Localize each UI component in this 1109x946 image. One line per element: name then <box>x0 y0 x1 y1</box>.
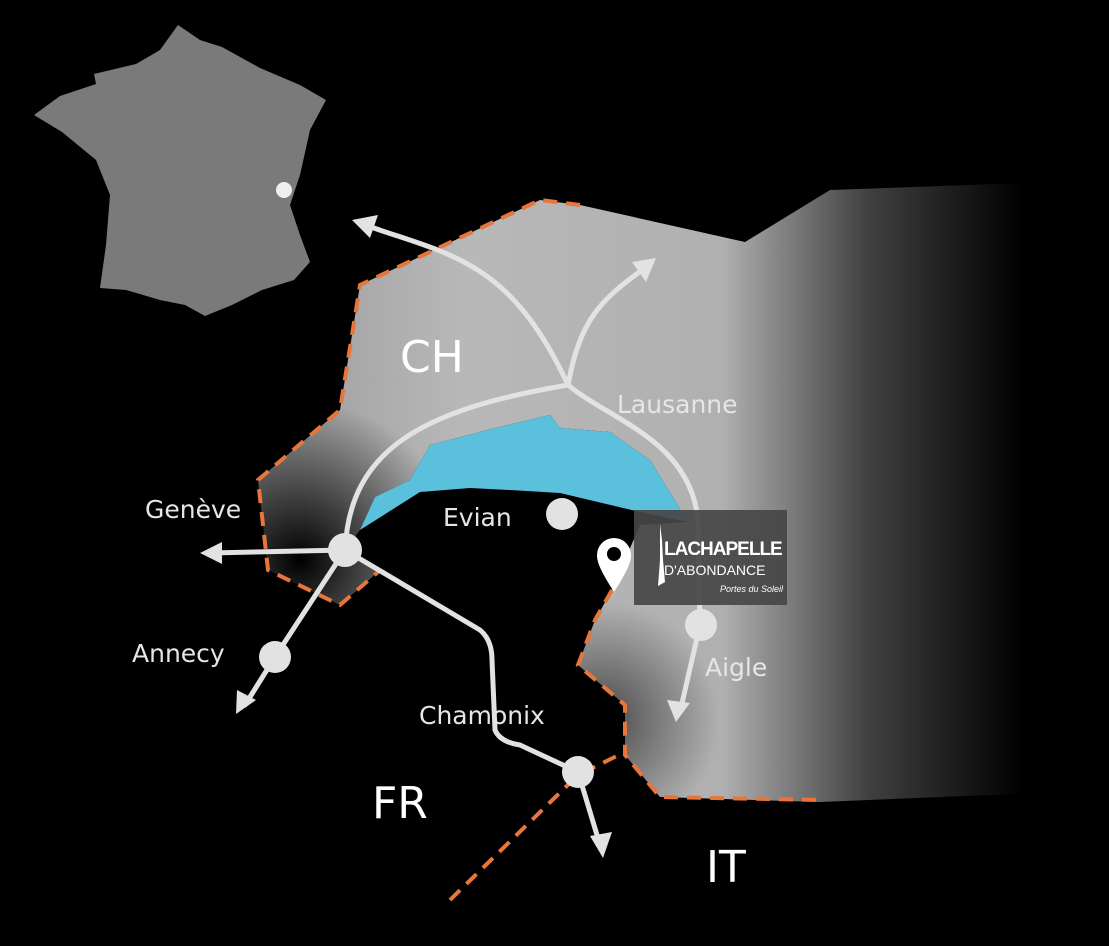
label-it: IT <box>706 842 746 893</box>
church-spire-icon <box>658 524 665 586</box>
location-pin-icon[interactable] <box>597 538 631 592</box>
location-dot <box>276 182 292 198</box>
label-annecy: Annecy <box>132 639 225 668</box>
label-lausanne: Lausanne <box>617 390 738 419</box>
logo-line-3: Portes du Soleil <box>720 584 784 594</box>
country-border <box>255 197 821 902</box>
arrowheads <box>200 215 690 858</box>
france-silhouette <box>34 25 326 316</box>
arrow-chamonix-south-icon <box>590 832 612 858</box>
arrow-north-east-icon <box>632 258 656 282</box>
arrow-north-west-icon <box>352 215 378 238</box>
roads <box>207 223 703 848</box>
la-chapelle-dabondance-logo[interactable]: LACHAPELLE D'ABONDANCE Portes du Soleil <box>634 510 787 605</box>
node-aigle[interactable] <box>685 609 717 641</box>
label-geneve: Genève <box>145 495 241 524</box>
label-evian: Evian <box>443 503 512 532</box>
label-aigle: Aigle <box>705 653 767 682</box>
node-annecy[interactable] <box>259 641 291 673</box>
swiss-region <box>258 180 1109 802</box>
arrow-aigle-south-icon <box>667 700 690 722</box>
logo-line-2: D'ABONDANCE <box>664 562 766 578</box>
node-chamonix[interactable] <box>562 756 594 788</box>
arrow-west-icon <box>200 542 222 564</box>
label-ch: CH <box>400 332 464 383</box>
arrow-south-west-icon <box>236 690 256 714</box>
node-geneve[interactable] <box>328 533 362 567</box>
lake-geneva <box>360 415 688 530</box>
label-fr: FR <box>372 778 428 829</box>
label-chamonix: Chamonix <box>419 701 545 730</box>
node-evian[interactable] <box>546 498 578 530</box>
logo-line-1: LACHAPELLE <box>664 539 783 560</box>
